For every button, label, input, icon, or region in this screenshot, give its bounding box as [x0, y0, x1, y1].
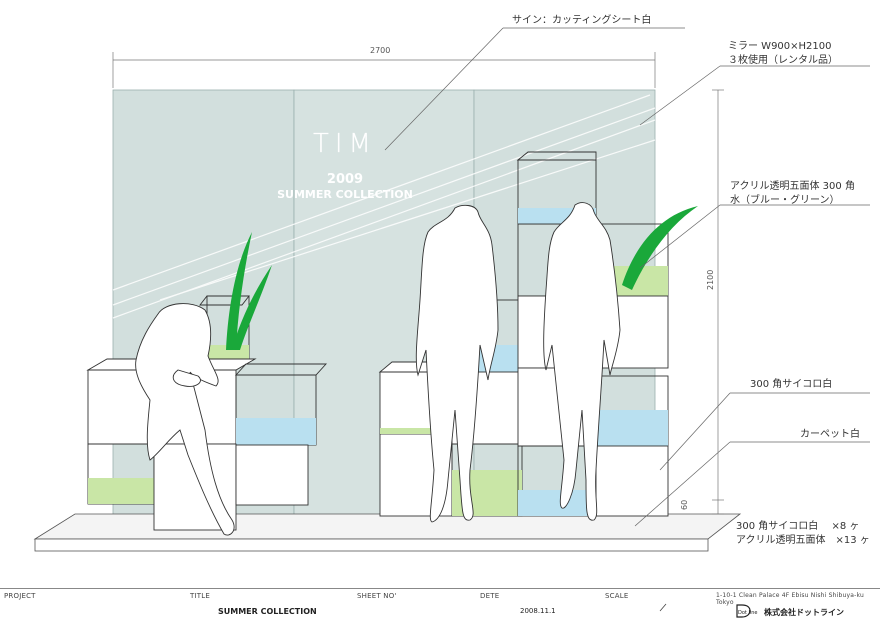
mannequin-standing-left: [415, 204, 499, 523]
sheet-label: SHEET NO': [357, 592, 397, 600]
sign-logo: TIM: [313, 129, 377, 159]
carpet-base: [33, 513, 742, 552]
title-value: SUMMER COLLECTION: [218, 607, 317, 616]
callout-acrylic-water: 水（ブルー・グリーン）: [730, 195, 840, 206]
callout-carpet: カーペット白: [800, 429, 860, 440]
scale-label: SCALE: [605, 592, 629, 600]
mannequin-standing-right: [543, 202, 621, 521]
project-label: PROJECT: [4, 592, 36, 600]
callout-mirror-qty: ３枚使用（レンタル品）: [728, 55, 838, 66]
date-value: 2008.11.1: [520, 607, 556, 615]
dimension-lines: [112, 52, 724, 515]
title-label: TITLE: [190, 592, 210, 600]
sign-collection: SUMMER COLLECTION: [277, 188, 413, 201]
company-address: 1-10-1 Clean Palace 4F Ebisu Nishi Shibu…: [716, 592, 865, 606]
dimension-base: 60: [680, 499, 689, 510]
plant-left: [226, 232, 272, 350]
callout-cube: 300 角サイコロ白: [750, 379, 833, 390]
sign-year: 2009: [327, 172, 363, 187]
callout-acrylic-spec: アクリル透明五面体 300 角: [730, 181, 855, 192]
company-logo-text: Dot line: [738, 610, 758, 616]
dimension-height: 2100: [706, 269, 715, 290]
leader-lines: [384, 27, 870, 527]
title-block-rule: [0, 588, 880, 589]
sign-graphic: TIM 2009 SUMMER COLLECTION: [277, 129, 413, 201]
mannequin-seated: [135, 303, 235, 536]
quantity-acrylic: アクリル透明五面体 ×13 ヶ: [736, 535, 870, 546]
company-name: 株式会社ドットライン: [764, 608, 844, 617]
company-logo-icon: [659, 603, 751, 618]
callout-sign-material: サイン：カッティングシート白: [512, 15, 652, 26]
callout-mirror-spec: ミラー W900×H2100: [728, 41, 832, 52]
plant-right: [622, 206, 698, 290]
quantity-cubes: 300 角サイコロ白 ×8 ヶ: [736, 521, 860, 532]
date-label: DETE: [480, 592, 500, 600]
dimension-width: 2700: [370, 46, 391, 55]
